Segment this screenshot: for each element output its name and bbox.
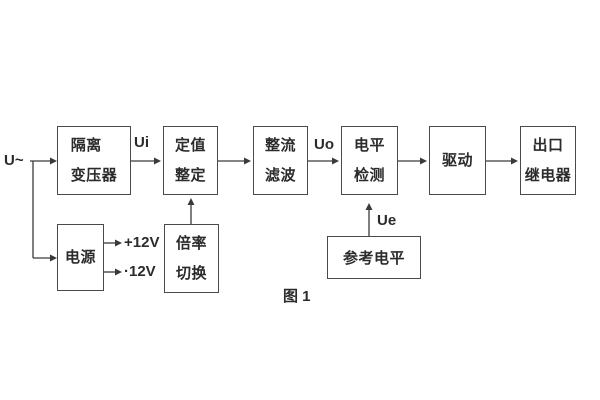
figure-caption: 图 1 [283, 288, 311, 305]
power-rail-positive-label: +12V [124, 234, 160, 251]
arrowhead-ui [154, 157, 161, 165]
block-rectifier-filter: 整流 滤波 [253, 126, 308, 195]
block-level-detection-line1: 电平 [353, 136, 385, 154]
block-ratio-switching-line2: 切换 [175, 264, 207, 282]
arrowhead-ratio-up [187, 198, 195, 205]
arrowhead-uo [332, 157, 339, 165]
block-rectifier-filter-line1: 整流 [264, 136, 296, 154]
block-reference-level-label: 参考电平 [342, 250, 405, 267]
block-ratio-switching: 倍率 切换 [164, 224, 219, 293]
block-value-setting-line2: 整定 [174, 166, 206, 184]
block-output-relay: 出口 继电器 [520, 126, 576, 195]
block-isolation-transformer: 隔离 变压器 [57, 126, 131, 195]
block-level-detection-line2: 检测 [353, 166, 385, 184]
block-power-supply-label: 电源 [64, 248, 96, 266]
block-level-detection: 电平 检测 [341, 126, 398, 195]
arrowhead-rail-negative [115, 268, 122, 276]
arrowhead-input [50, 157, 57, 165]
arrowhead-to-power [50, 254, 57, 262]
arrowhead-driver-to-relay [511, 157, 518, 165]
block-rectifier-filter-line2: 滤波 [264, 166, 296, 184]
block-driver: 驱动 [429, 126, 486, 195]
signal-ue-label: Ue [377, 212, 397, 229]
block-driver-label: 驱动 [441, 151, 473, 169]
block-isolation-transformer-line2: 变压器 [70, 166, 118, 184]
arrowhead-detection-to-driver [420, 157, 427, 165]
block-output-relay-line2: 继电器 [524, 166, 572, 184]
power-rail-negative-label: ·12V [124, 263, 156, 280]
input-voltage-label: U~ [4, 152, 24, 169]
block-ratio-switching-line1: 倍率 [175, 234, 207, 252]
signal-ui-label: Ui [134, 134, 149, 151]
arrowhead-setting-to-rectifier [244, 157, 251, 165]
block-output-relay-line1: 出口 [532, 136, 564, 154]
block-isolation-transformer-line1: 隔离 [70, 136, 102, 154]
block-value-setting-line1: 定值 [174, 136, 206, 154]
block-power-supply: 电源 [57, 224, 104, 291]
block-reference-level: 参考电平 [327, 236, 421, 279]
arrowhead-rail-positive [115, 239, 122, 247]
block-value-setting: 定值 整定 [163, 126, 218, 195]
signal-uo-label: Uo [314, 136, 334, 153]
arrowhead-ue-up [365, 203, 373, 210]
